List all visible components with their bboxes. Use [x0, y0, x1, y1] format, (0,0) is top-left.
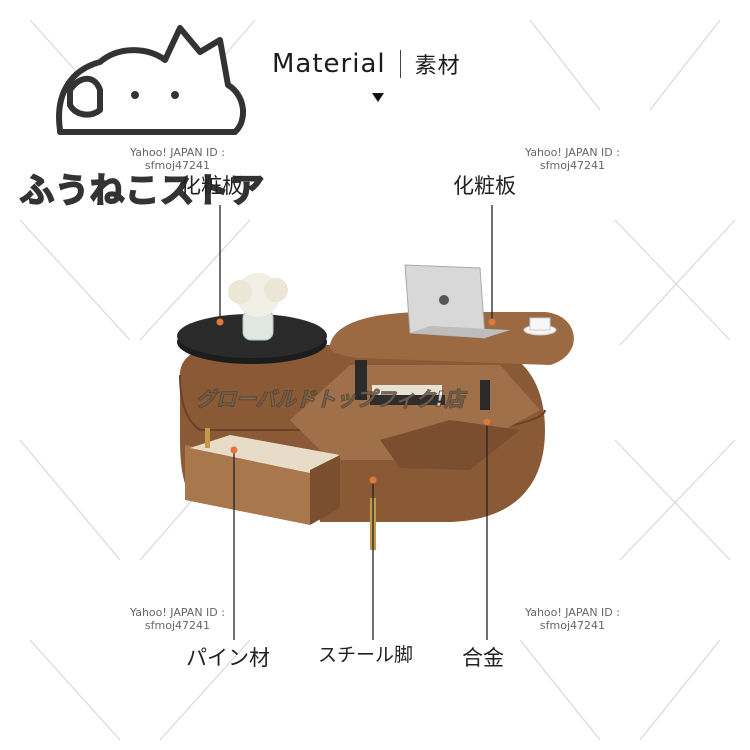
watermark-line-2: sfmoj47241 — [144, 159, 211, 172]
watermark-line-1: Yahoo! JAPAN ID : — [525, 146, 620, 159]
label-pine: パイン材 — [186, 646, 270, 670]
label-veneer-right: 化粧板 — [453, 174, 516, 198]
section-title: Material 素材 — [272, 48, 461, 80]
yahoo-watermark: Yahoo! JAPAN ID : sfmoj47241 — [130, 606, 225, 632]
title-divider — [399, 50, 401, 78]
yahoo-watermark: Yahoo! JAPAN ID : sfmoj47241 — [130, 146, 225, 172]
yahoo-watermark: Yahoo! JAPAN ID : sfmoj47241 — [525, 146, 620, 172]
label-steel-leg: スチール脚 — [318, 644, 414, 666]
watermark-line-1: Yahoo! JAPAN ID : — [130, 606, 225, 619]
watermark-line-1: Yahoo! JAPAN ID : — [525, 606, 620, 619]
watermark-line-2: sfmoj47241 — [539, 619, 606, 632]
label-alloy: 合金 — [462, 646, 504, 670]
watermark-line-2: sfmoj47241 — [144, 619, 211, 632]
watermark-line-1: Yahoo! JAPAN ID : — [130, 146, 225, 159]
shop-logo-text: ふうねこストア — [19, 170, 265, 212]
leader-lines — [219, 205, 493, 640]
title-english: Material — [272, 49, 386, 79]
leader-dots — [216, 318, 496, 484]
cat-logo — [56, 25, 246, 135]
store-watermark: グローバルドトップフィク!店 — [196, 387, 466, 412]
title-japanese: 素材 — [414, 54, 461, 79]
label-veneer-left: 化粧板 — [180, 174, 243, 198]
watermark-line-2: sfmoj47241 — [539, 159, 606, 172]
coffee-table — [177, 264, 574, 550]
down-arrow-icon — [372, 93, 384, 102]
yahoo-watermark: Yahoo! JAPAN ID : sfmoj47241 — [525, 606, 620, 632]
diagonal-watermark-lines — [19, 19, 736, 741]
